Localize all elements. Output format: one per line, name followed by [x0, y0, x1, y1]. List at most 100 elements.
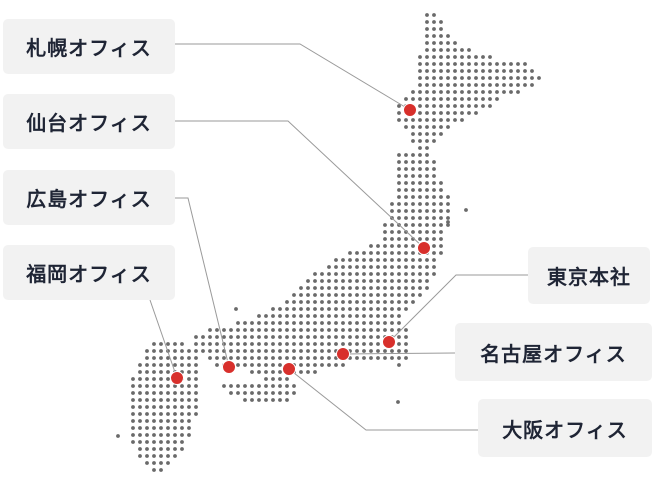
map-dot — [404, 125, 408, 129]
map-dot — [208, 335, 212, 339]
map-dot — [159, 433, 163, 437]
office-marker-fukuoka[interactable] — [170, 371, 184, 385]
map-dot — [418, 223, 422, 227]
map-dot — [306, 342, 310, 346]
map-dot — [271, 328, 275, 332]
map-dot — [180, 440, 184, 444]
map-dot — [411, 202, 415, 206]
map-dot — [411, 125, 415, 129]
map-dot — [432, 90, 436, 94]
map-dot — [257, 356, 261, 360]
map-dot — [425, 188, 429, 192]
map-dot — [481, 62, 485, 66]
map-dot — [432, 69, 436, 73]
map-dot — [138, 419, 142, 423]
map-dot — [523, 69, 527, 73]
label-fukuoka[interactable]: 福岡オフィス — [3, 245, 175, 300]
map-dot — [418, 167, 422, 171]
map-dot — [257, 391, 261, 395]
label-tokyo[interactable]: 東京本社 — [528, 247, 650, 304]
map-dot — [418, 55, 422, 59]
map-dot — [432, 125, 436, 129]
leader-line-osaka — [288, 368, 478, 431]
map-dot — [516, 62, 520, 66]
map-dot — [152, 342, 156, 346]
map-dot — [418, 279, 422, 283]
map-dot — [537, 76, 541, 80]
label-nagoya[interactable]: 名古屋オフィス — [455, 323, 652, 381]
map-dot — [145, 454, 149, 458]
map-dot — [411, 118, 415, 122]
map-dot — [194, 356, 198, 360]
map-dot — [418, 230, 422, 234]
map-dot — [383, 223, 387, 227]
map-dot — [425, 272, 429, 276]
map-dot — [439, 97, 443, 101]
office-marker-sapporo[interactable] — [403, 103, 417, 117]
map-dot — [215, 363, 219, 367]
map-dot — [439, 41, 443, 45]
map-dot — [348, 328, 352, 332]
label-hiroshima[interactable]: 広島オフィス — [3, 170, 175, 225]
map-dot — [264, 335, 268, 339]
label-osaka[interactable]: 大阪オフィス — [478, 399, 652, 457]
map-dot — [397, 153, 401, 157]
map-dot — [299, 356, 303, 360]
map-dot — [278, 356, 282, 360]
map-dot — [425, 153, 429, 157]
map-dot — [320, 307, 324, 311]
map-dot — [383, 251, 387, 255]
map-dot — [166, 391, 170, 395]
map-dot — [173, 426, 177, 430]
map-dot — [355, 335, 359, 339]
label-sapporo[interactable]: 札幌オフィス — [3, 19, 175, 74]
map-dot — [362, 279, 366, 283]
map-dot — [418, 62, 422, 66]
map-dot — [194, 342, 198, 346]
map-dot — [229, 384, 233, 388]
map-dot — [390, 286, 394, 290]
map-dot — [362, 314, 366, 318]
map-dot — [313, 328, 317, 332]
map-dot — [453, 48, 457, 52]
map-dot — [257, 384, 261, 388]
map-dot — [152, 461, 156, 465]
map-dot — [313, 314, 317, 318]
map-dot — [306, 314, 310, 318]
office-marker-hiroshima[interactable] — [222, 360, 236, 374]
map-dot — [264, 349, 268, 353]
map-dot — [383, 300, 387, 304]
map-dot — [425, 125, 429, 129]
map-dot — [411, 188, 415, 192]
leader-line-hiroshima — [175, 197, 230, 368]
map-dot — [257, 398, 261, 402]
map-dot — [369, 286, 373, 290]
map-dot — [306, 321, 310, 325]
map-dot — [390, 279, 394, 283]
map-dot — [313, 349, 317, 353]
map-dot — [187, 398, 191, 402]
map-dot — [418, 97, 422, 101]
map-dot — [369, 328, 373, 332]
map-dot — [397, 237, 401, 241]
map-dot — [418, 272, 422, 276]
map-dot — [453, 111, 457, 115]
label-sendai[interactable]: 仙台オフィス — [3, 94, 175, 149]
map-dot — [243, 349, 247, 353]
office-marker-tokyo[interactable] — [382, 335, 396, 349]
map-dot — [257, 342, 261, 346]
map-dot — [390, 321, 394, 325]
map-dot — [481, 97, 485, 101]
map-dot — [348, 272, 352, 276]
office-marker-osaka[interactable] — [282, 362, 296, 376]
map-dot — [439, 34, 443, 38]
map-dot — [404, 181, 408, 185]
map-dot — [187, 433, 191, 437]
map-dot — [334, 286, 338, 290]
map-dot — [509, 62, 513, 66]
office-marker-sendai[interactable] — [417, 241, 431, 255]
map-dot — [131, 391, 135, 395]
map-dot — [404, 272, 408, 276]
office-marker-nagoya[interactable] — [336, 347, 350, 361]
map-dot — [264, 314, 268, 318]
